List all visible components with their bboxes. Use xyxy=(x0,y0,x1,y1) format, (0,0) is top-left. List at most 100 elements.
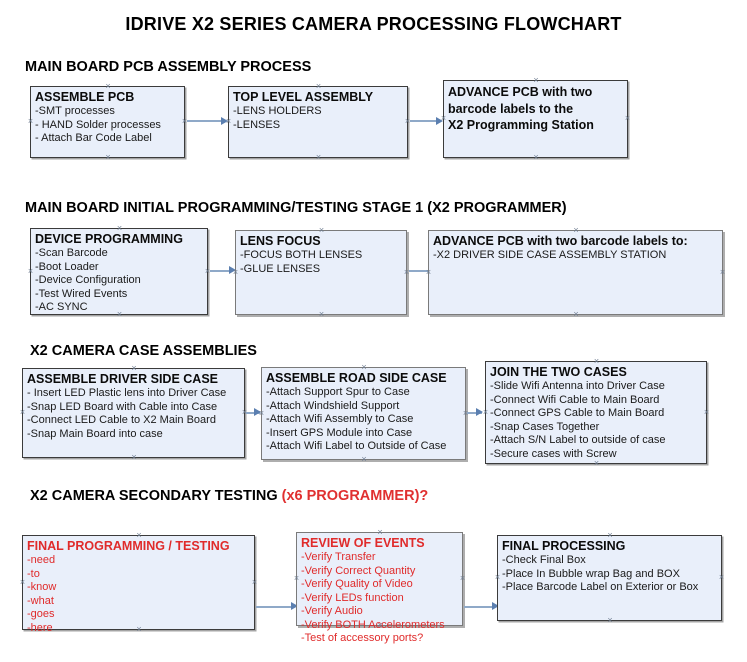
resize-handle-top[interactable] xyxy=(573,227,580,234)
node-line: -Place In Bubble wrap Bag and BOX xyxy=(502,567,680,580)
resize-handle-right[interactable] xyxy=(703,409,710,416)
resize-handle-bottom[interactable] xyxy=(377,622,384,629)
arrowhead-3b xyxy=(476,408,483,416)
node-review-of-events[interactable]: REVIEW OF EVENTS -Verify Transfer -Verif… xyxy=(293,529,466,644)
node-device-programming[interactable]: DEVICE PROGRAMMING -Scan Barcode -Boot L… xyxy=(30,228,208,315)
node-line: -Insert GPS Module into Case xyxy=(266,426,413,439)
resize-handle-top[interactable] xyxy=(377,529,384,536)
resize-handle-top[interactable] xyxy=(116,225,123,232)
resize-handle-bottom[interactable] xyxy=(361,456,368,463)
node-line: -Test Wired Events xyxy=(35,287,128,300)
node-line: -LENSES xyxy=(233,118,281,131)
resize-handle-left[interactable] xyxy=(293,575,300,582)
connector-2a xyxy=(210,270,232,272)
node-join-the-two-cases[interactable]: JOIN THE TWO CASES -Slide Wifi Antenna i… xyxy=(485,361,707,464)
connector-4a xyxy=(256,606,294,608)
resize-handle-bottom[interactable] xyxy=(105,154,112,161)
node-assemble-road-side-case[interactable]: ASSEMBLE ROAD SIDE CASE -Attach Support … xyxy=(261,367,466,460)
resize-handle-right[interactable] xyxy=(251,579,258,586)
node-final-programming-testing[interactable]: FINAL PROGRAMMING / TESTING -need -to -k… xyxy=(19,532,258,634)
section-heading-2-text: MAIN BOARD INITIAL PROGRAMMING/TESTING S… xyxy=(25,200,567,216)
node-title: JOIN THE TWO CASES xyxy=(490,365,627,379)
resize-handle-top[interactable] xyxy=(105,83,112,90)
node-line: -Secure cases with Screw xyxy=(490,447,617,460)
resize-handle-bottom[interactable] xyxy=(533,154,540,161)
section-heading-1-text: MAIN BOARD PCB ASSEMBLY PROCESS xyxy=(25,59,312,75)
node-line: -goes xyxy=(27,608,55,620)
node-assemble-driver-side-case[interactable]: ASSEMBLE DRIVER SIDE CASE - Insert LED P… xyxy=(22,368,245,458)
resize-handle-top[interactable] xyxy=(318,227,325,234)
node-line: -Slide Wifi Antenna into Driver Case xyxy=(490,380,665,392)
page-title: IDRIVE X2 SERIES CAMERA PROCESSING FLOWC… xyxy=(125,14,622,34)
node-line: - Attach Bar Code Label xyxy=(35,132,152,144)
resize-handle-left[interactable] xyxy=(19,409,26,416)
resize-handle-left[interactable] xyxy=(494,574,501,581)
resize-handle-top[interactable] xyxy=(533,77,540,84)
resize-handle-left[interactable] xyxy=(27,118,34,125)
node-line: -Verify BOTH Accelerometers xyxy=(301,618,445,631)
node-title: FINAL PROCESSING xyxy=(502,539,626,553)
resize-handle-top[interactable] xyxy=(607,532,614,539)
connector-3b xyxy=(467,412,482,414)
node-title: DEVICE PROGRAMMING xyxy=(35,232,183,246)
resize-handle-left[interactable] xyxy=(232,269,239,276)
resize-handle-top[interactable] xyxy=(136,532,143,539)
resize-handle-bottom[interactable] xyxy=(318,311,325,318)
resize-handle-top[interactable] xyxy=(315,83,322,90)
resize-handle-left[interactable] xyxy=(258,410,265,417)
node-line: -Verify Audio xyxy=(301,605,363,617)
resize-handle-right[interactable] xyxy=(459,575,466,582)
connector-1b xyxy=(410,120,439,122)
resize-handle-bottom[interactable] xyxy=(607,617,614,624)
node-line: -Snap Cases Together xyxy=(490,420,600,433)
node-line: -Boot Loader xyxy=(35,260,99,273)
resize-handle-bottom[interactable] xyxy=(136,626,143,633)
connector-4b xyxy=(464,606,495,608)
resize-handle-left[interactable] xyxy=(440,115,447,122)
node-title: TOP LEVEL ASSEMBLY xyxy=(233,90,374,104)
resize-handle-top[interactable] xyxy=(361,364,368,371)
resize-handle-bottom[interactable] xyxy=(116,311,123,318)
resize-handle-left[interactable] xyxy=(482,409,489,416)
node-line: -Connect GPS Cable to Main Board xyxy=(490,407,665,419)
resize-handle-left[interactable] xyxy=(225,118,232,125)
section-heading-4-text: X2 CAMERA SECONDARY TESTING xyxy=(30,488,282,504)
node-line-overflow: -Test of accessory ports? xyxy=(301,632,424,644)
node-advance-pcb-driver-side-case[interactable]: ADVANCE PCB with two barcode labels to: … xyxy=(428,230,723,315)
node-line: -here xyxy=(27,621,53,634)
section-heading-3: X2 CAMERA CASE ASSEMBLIES xyxy=(30,343,257,359)
node-line: -Verify Transfer xyxy=(301,551,376,563)
node-title: REVIEW OF EVENTS xyxy=(301,536,425,550)
resize-handle-bottom[interactable] xyxy=(593,460,600,467)
resize-handle-left[interactable] xyxy=(27,268,34,275)
node-line: -Verify Correct Quantity xyxy=(301,564,416,577)
node-final-processing[interactable]: FINAL PROCESSING -Check Final Box -Place… xyxy=(497,535,722,621)
node-line: -Attach Wifi Assembly to Case xyxy=(266,413,414,425)
node-line: -know xyxy=(27,581,57,593)
node-assemble-pcb[interactable]: ASSEMBLE PCB -SMT processes - HAND Solde… xyxy=(30,86,185,158)
node-line: ADVANCE PCB with two xyxy=(448,85,593,99)
node-advance-pcb-programming-station[interactable]: ADVANCE PCB with two barcode labels to t… xyxy=(443,80,628,158)
resize-handle-bottom[interactable] xyxy=(315,154,322,161)
connector-1a xyxy=(187,120,224,122)
resize-handle-bottom[interactable] xyxy=(131,454,138,461)
node-line: -Place Barcode Label on Exterior or Box xyxy=(502,581,699,593)
node-lens-focus[interactable]: LENS FOCUS -FOCUS BOTH LENSES -GLUE LENS… xyxy=(235,230,407,315)
node-line: -X2 DRIVER SIDE CASE ASSEMBLY STATION xyxy=(433,249,667,261)
resize-handle-left[interactable] xyxy=(425,269,432,276)
node-top-level-assembly[interactable]: TOP LEVEL ASSEMBLY -LENS HOLDERS -LENSES xyxy=(228,86,408,158)
resize-handle-right[interactable] xyxy=(624,115,631,122)
node-line: -GLUE LENSES xyxy=(240,262,321,275)
node-line: -Connect Wifi Cable to Main Board xyxy=(490,393,660,406)
node-line: -Attach Support Spur to Case xyxy=(266,386,410,398)
resize-handle-top[interactable] xyxy=(593,358,600,365)
resize-handle-top[interactable] xyxy=(131,365,138,372)
node-line: -to xyxy=(27,567,40,580)
resize-handle-bottom[interactable] xyxy=(573,311,580,318)
resize-handle-right[interactable] xyxy=(718,574,725,581)
node-line: -Connect LED Cable to X2 Main Board xyxy=(27,414,216,426)
node-line: -Attach Wifi Label to Outside of Case xyxy=(266,440,447,452)
resize-handle-left[interactable] xyxy=(19,579,26,586)
resize-handle-right[interactable] xyxy=(719,269,726,276)
